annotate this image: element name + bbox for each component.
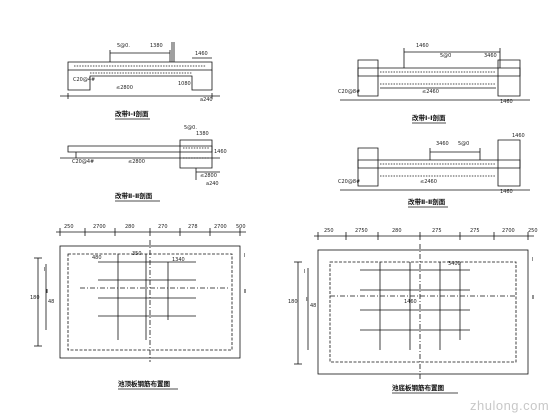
plan-bottom-label-2: 48 — [310, 303, 317, 309]
plan-top-label-4: 180 — [30, 295, 40, 301]
s1-title: 改带Ⅰ-Ⅰ剖面 — [115, 110, 149, 118]
plan-bottom-dim-6: 250 — [528, 228, 538, 234]
s1-label-5: 1080 — [178, 81, 191, 87]
plan-top-dim-6: 500 — [236, 224, 246, 230]
s2-label-5: ≤2800 — [200, 173, 217, 179]
plan-top-label-3: 48 — [48, 299, 55, 305]
plan-top-drawing — [34, 228, 246, 362]
plan-top-dim-3: 270 — [158, 224, 168, 230]
s2-label-6: a240 — [206, 181, 219, 187]
plan-bottom-mark-3: Ⅱ — [532, 295, 535, 301]
s3-label-4: ≤2460 — [422, 89, 439, 95]
s2-label-1: 1380 — [196, 131, 209, 137]
s4-label-0: 3460 — [436, 141, 449, 147]
s2-label-2: 1460 — [214, 149, 227, 155]
s1-label-0: 5@0. — [117, 43, 130, 49]
plan-top-mark-1: Ⅱ — [46, 289, 49, 295]
plan-bottom-dim-2: 280 — [392, 228, 402, 234]
s2-label-3: C20@4# — [72, 159, 95, 165]
plan-top-dim-4: 278 — [188, 224, 198, 230]
s3-label-3: C20@8# — [338, 89, 361, 95]
plan-top-mark-3: Ⅱ — [244, 289, 247, 295]
s1-label-1: 1380 — [150, 43, 163, 49]
plan-bottom-mark-1: Ⅱ — [306, 297, 309, 303]
plan-top-dim-2: 280 — [125, 224, 135, 230]
plan-bottom-dim-3: 275 — [432, 228, 442, 234]
section-2-drawing — [60, 139, 220, 180]
s4-label-5: 1460 — [500, 189, 513, 195]
plan-bottom-dim-4: 275 — [470, 228, 480, 234]
s3-label-5: 1460 — [500, 99, 513, 105]
plan-bottom-dim-0: 250 — [324, 228, 334, 234]
s3-title: 改带Ⅰ-Ⅰ剖面 — [412, 114, 446, 122]
s4-label-3: C20@8# — [338, 179, 361, 185]
s3-label-2: 3460 — [484, 53, 497, 59]
s3-label-1: 5@0 — [440, 53, 452, 59]
plan-bottom-title: 池底板钢筋布置图 — [392, 384, 444, 392]
plan-bottom-dim-1: 2750 — [355, 228, 368, 234]
plan-top-dim-0: 250 — [64, 224, 74, 230]
s4-label-2: 1460 — [512, 133, 525, 139]
plan-top-label-0: 480 — [92, 255, 102, 261]
s2-title: 改带Ⅱ-Ⅱ剖面 — [115, 192, 153, 200]
section-1-drawing — [60, 42, 220, 99]
plan-bottom-label-0: 3400 — [448, 261, 461, 267]
section-4-drawing — [340, 139, 530, 191]
plan-bottom-label-3: 180 — [288, 299, 298, 305]
plan-bottom-dim-5: 2700 — [502, 228, 515, 234]
s2-label-4: ≤2800 — [128, 159, 145, 165]
s4-label-4: ≤2460 — [420, 179, 437, 185]
section-3-drawing — [340, 48, 530, 101]
plan-top-title: 池顶板钢筋布置图 — [118, 380, 170, 388]
plan-bottom-mark-2: Ⅰ — [532, 257, 534, 263]
plan-bottom-label-1: 1460 — [404, 299, 417, 305]
s4-label-1: 5@0 — [458, 141, 470, 147]
s3-label-0: 1460 — [416, 43, 429, 49]
plan-top-label-2: 1340 — [172, 257, 185, 263]
plan-top-mark-0: Ⅰ — [44, 267, 46, 273]
plan-bottom-drawing — [294, 232, 534, 380]
s1-label-3: C20@4# — [73, 77, 96, 83]
s1-label-6: a240 — [200, 97, 213, 103]
s2-label-0: 5@0. — [184, 125, 197, 131]
s1-label-2: 1460 — [195, 51, 208, 57]
plan-top-dim-5: 2700 — [214, 224, 227, 230]
plan-bottom-mark-0: Ⅰ — [304, 269, 306, 275]
s4-title: 改带Ⅱ-Ⅱ剖面 — [408, 198, 446, 206]
watermark: zhulong.com — [470, 398, 550, 413]
s1-label-4: ≤2800 — [116, 85, 133, 91]
plan-top-label-1: 350 — [132, 251, 142, 257]
plan-top-mark-2: Ⅰ — [244, 253, 246, 259]
plan-top-dim-1: 2700 — [93, 224, 106, 230]
